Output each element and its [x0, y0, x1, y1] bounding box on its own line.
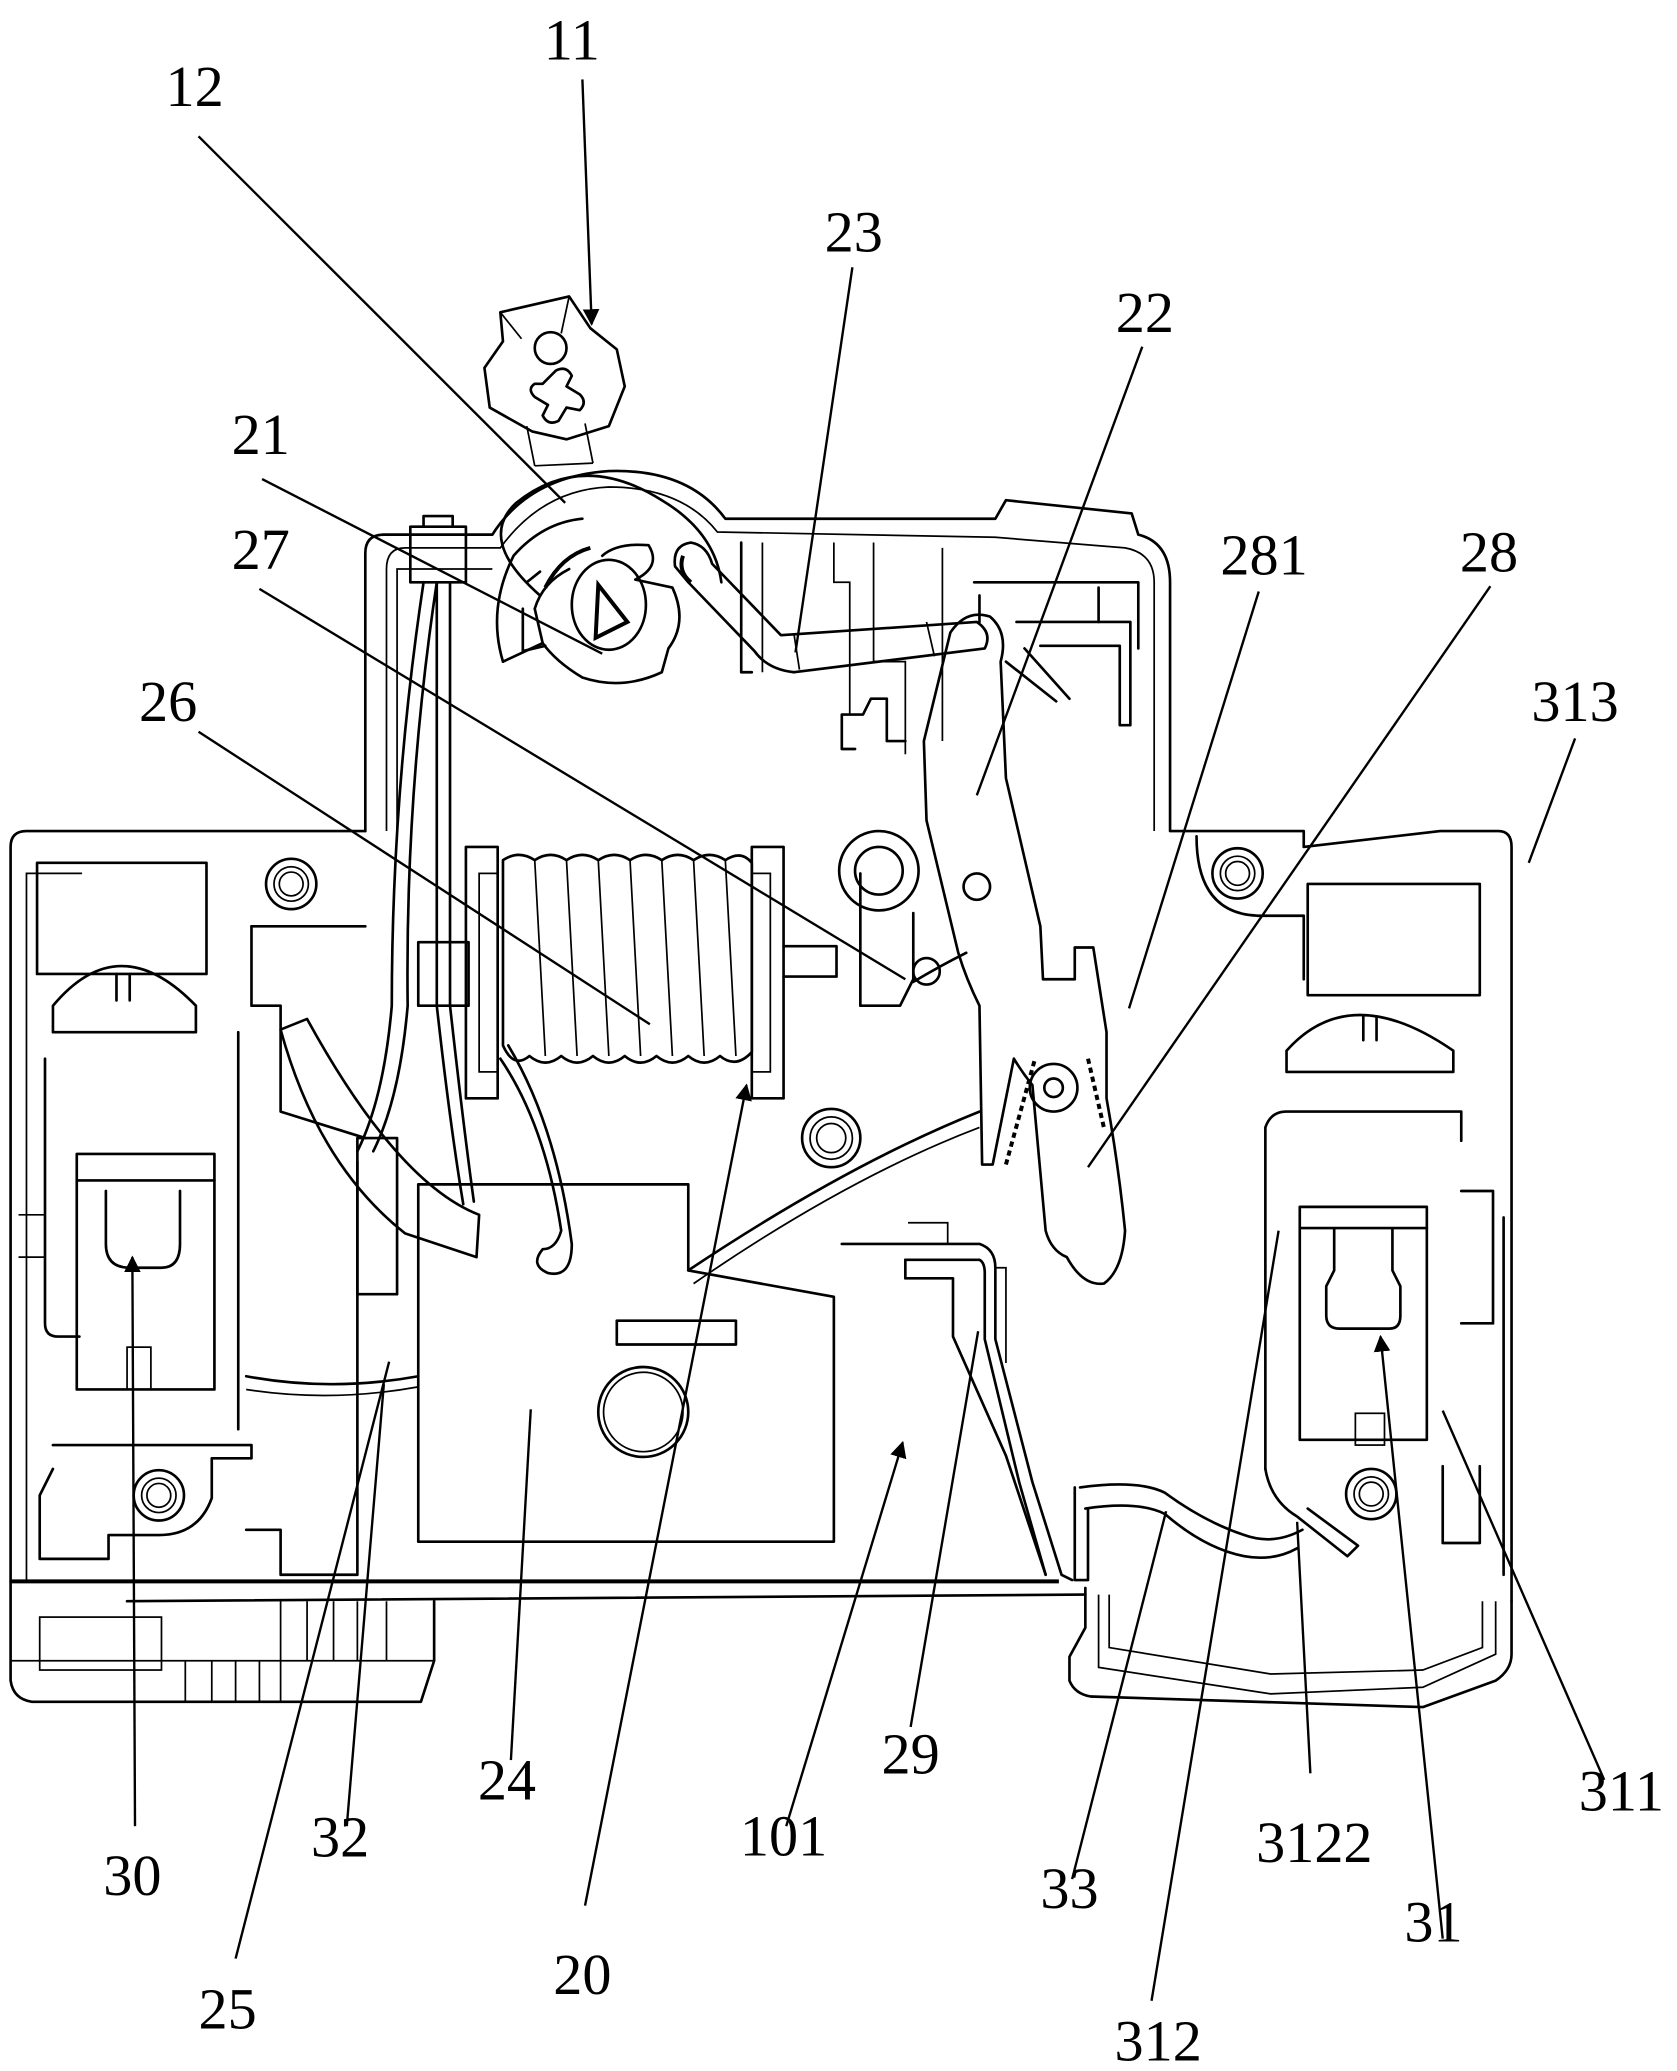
connecting-link	[673, 541, 989, 674]
label-29: 29	[882, 1721, 940, 1786]
leader-22	[975, 346, 1144, 796]
leader-23	[794, 267, 854, 653]
label-312: 312	[1114, 2008, 1201, 2071]
leader-24	[509, 1409, 532, 1761]
label-32: 32	[311, 1805, 369, 1870]
right-terminal	[1264, 882, 1505, 1577]
leader-11	[581, 79, 600, 326]
coil	[416, 845, 838, 1276]
mounting-screws	[132, 835, 1398, 1522]
leader-20	[583, 1083, 752, 1906]
label-3122: 3122	[1256, 1810, 1372, 1875]
label-28: 28	[1460, 520, 1518, 585]
mechanism-frame	[739, 541, 1140, 1008]
left-terminal	[18, 861, 253, 1561]
label-101: 101	[740, 1803, 827, 1868]
leader-101	[785, 1440, 907, 1827]
leader-12	[197, 135, 567, 504]
flexible-conductor	[1073, 1483, 1304, 1582]
leader-31	[1373, 1334, 1444, 1939]
label-31: 31	[1404, 1889, 1462, 1954]
label-12: 12	[165, 54, 223, 119]
leader-21	[261, 477, 603, 655]
leader-312	[1150, 1230, 1280, 2002]
leader-311	[1441, 1410, 1606, 1781]
label-313: 313	[1531, 669, 1618, 734]
arc-chamber-block	[416, 1110, 981, 1543]
leader-28	[1087, 585, 1492, 1168]
leader-29	[909, 1331, 980, 1728]
label-21: 21	[232, 402, 290, 467]
leader-26	[197, 730, 651, 1026]
leader-313	[1527, 737, 1577, 864]
static-contact	[840, 1221, 1074, 1582]
label-281: 281	[1220, 522, 1307, 587]
leader-30	[124, 1255, 141, 1827]
leader-3122	[1295, 1521, 1312, 1774]
rotary-shaft	[495, 474, 723, 685]
leader-25	[234, 1361, 391, 1959]
label-11: 11	[544, 8, 600, 73]
label-26: 26	[139, 669, 197, 734]
label-24: 24	[478, 1748, 536, 1813]
leader-32	[345, 1384, 386, 1827]
wires	[244, 514, 481, 1577]
handle-knob	[483, 295, 627, 467]
leader-lines	[124, 79, 1606, 2002]
label-20: 20	[553, 1942, 611, 2007]
leader-281	[1127, 591, 1260, 1009]
lever-and-contact-arm	[922, 613, 1127, 1286]
reference-labels: 11 12 21 23 22 27 26 281 28 313 30 25 32…	[103, 8, 1664, 2071]
label-30: 30	[103, 1843, 161, 1908]
label-311: 311	[1579, 1758, 1664, 1823]
label-23: 23	[825, 199, 883, 264]
label-25: 25	[199, 1977, 257, 2042]
label-27: 27	[232, 517, 290, 582]
leader-33	[1070, 1510, 1168, 1880]
label-22: 22	[1116, 280, 1174, 345]
leader-27	[258, 587, 906, 981]
label-33: 33	[1040, 1856, 1098, 1921]
housing-outline	[9, 469, 1513, 1709]
